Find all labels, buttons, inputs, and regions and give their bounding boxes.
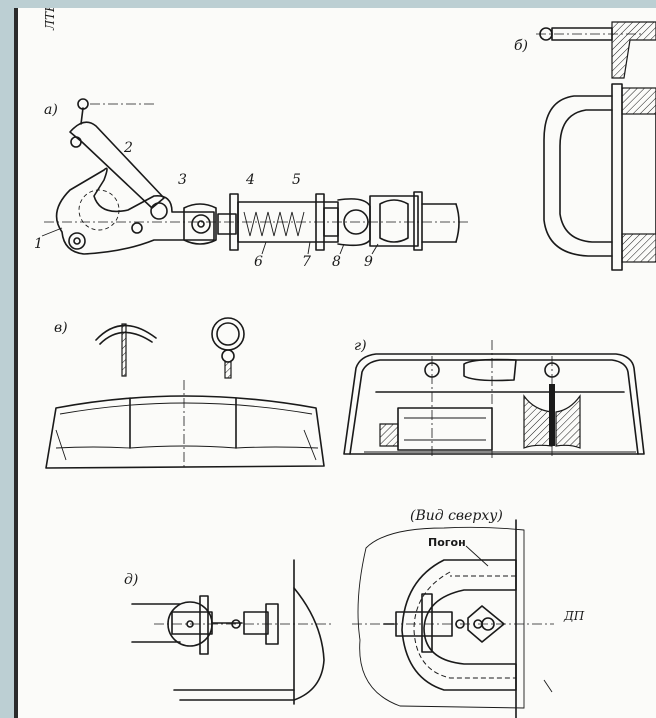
callout-6: 6 bbox=[254, 254, 263, 270]
panel-d-side-view: д) bbox=[124, 559, 334, 705]
hook-body bbox=[55, 167, 215, 255]
panel-d-label: д) bbox=[124, 572, 138, 588]
margin-mark: ЛТЕ bbox=[43, 8, 57, 31]
panel-b-cleat: б) bbox=[514, 21, 656, 271]
callout-9: 9 bbox=[364, 254, 373, 270]
end-coupling bbox=[369, 195, 419, 247]
callout-2: 2 bbox=[123, 140, 133, 156]
technical-drawing: ЛТЕ а) 1 2 bbox=[34, 8, 656, 718]
dp-label: ДП bbox=[563, 609, 585, 623]
panel-g-fairlead: г) bbox=[343, 338, 645, 460]
drawing-sheet: ЛТЕ а) 1 2 bbox=[14, 8, 656, 718]
panel-v-frame: в) bbox=[45, 317, 325, 470]
panel-g-label: г) bbox=[354, 338, 367, 354]
callout-4: 4 bbox=[245, 172, 255, 188]
panel-b-label: б) bbox=[514, 38, 528, 54]
pogon-rail bbox=[401, 559, 517, 691]
roller bbox=[397, 407, 493, 451]
callout-7: 7 bbox=[302, 254, 311, 270]
view-caption: (Вид сверху) bbox=[410, 508, 503, 524]
panel-a-hook-assembly: а) 1 2 3 4 bbox=[34, 98, 468, 270]
callout-3: 3 bbox=[178, 172, 187, 188]
panel-v-label: в) bbox=[54, 320, 68, 336]
fairlead-body bbox=[343, 353, 645, 455]
callout-8: 8 bbox=[332, 254, 341, 270]
panel-d-top-view: (Вид сверху) Погон ДП bbox=[352, 508, 585, 718]
cleat-handle bbox=[543, 95, 613, 257]
hook-link bbox=[69, 121, 165, 209]
frame-outline bbox=[45, 395, 325, 469]
spring bbox=[243, 211, 305, 237]
pogon-label: Погон bbox=[428, 536, 466, 549]
panel-a-label: а) bbox=[44, 102, 58, 118]
callout-5: 5 bbox=[292, 172, 301, 188]
callout-1: 1 bbox=[34, 236, 43, 252]
